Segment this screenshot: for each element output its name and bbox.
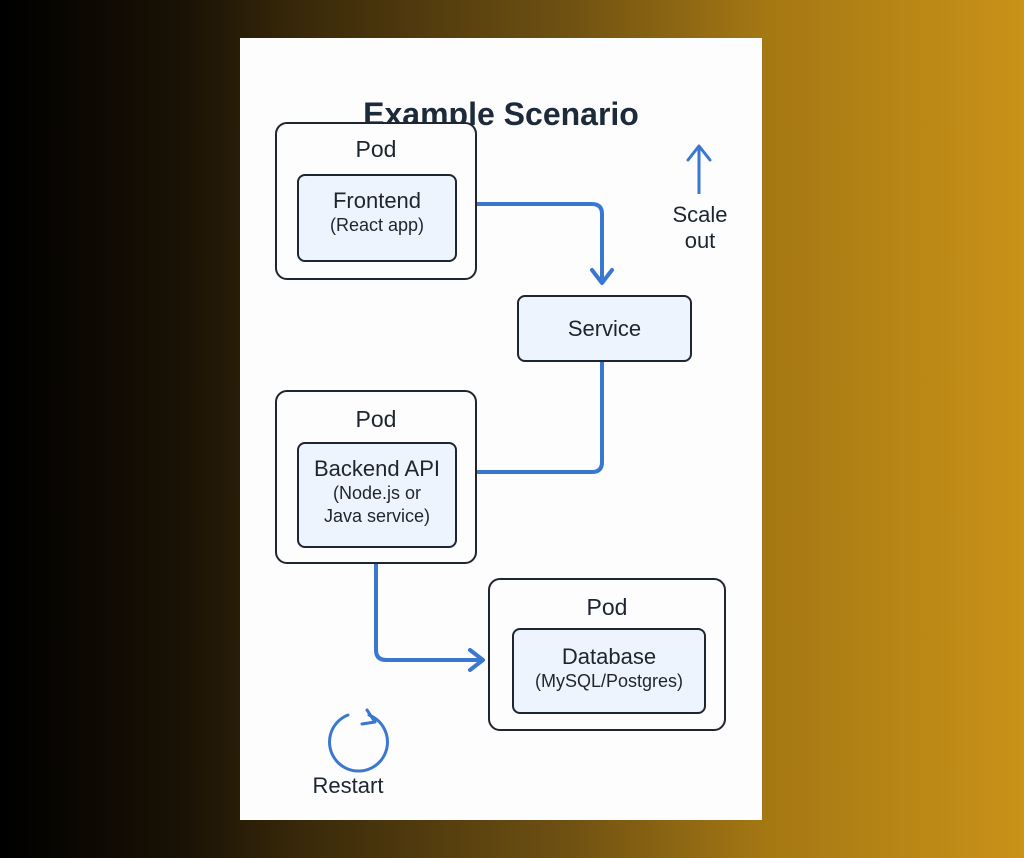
connector-backend-to-database — [374, 564, 480, 662]
pod-backend: Pod Backend API (Node.js or Java service… — [275, 390, 477, 564]
pod-label: Pod — [355, 136, 397, 162]
pod-label: Pod — [586, 594, 628, 620]
pod-frontend: Pod Frontend (React app) — [275, 122, 477, 280]
backend-api-box[interactable]: Backend API (Node.js or Java service) — [297, 442, 457, 548]
component-detail: (Node.js or — [332, 483, 422, 503]
component-name: Backend API — [314, 456, 440, 481]
pod-database: Pod Database (MySQL/Postgres) — [488, 578, 726, 731]
component-detail: Java service) — [323, 506, 431, 527]
frontend-box[interactable]: Frontend (React app) — [297, 174, 457, 262]
component-detail: (React app) — [329, 215, 425, 235]
arrowhead-service — [590, 268, 614, 285]
component-name: Database — [561, 644, 657, 669]
connector-service-to-backend — [456, 362, 604, 474]
connector-frontend-to-service — [456, 202, 604, 280]
restart-label: Restart — [312, 773, 384, 798]
scale-out-line: Scale — [672, 202, 728, 227]
service-label: Service — [567, 315, 642, 341]
pod-label: Pod — [355, 406, 397, 432]
refresh-icon — [328, 708, 389, 773]
component-detail: (MySQL/Postgres) — [534, 671, 684, 691]
diagram-card: Example Scenario Pod Frontend (React app… — [240, 38, 762, 820]
scale-out-line: out — [684, 228, 716, 254]
component-name: Frontend — [332, 188, 422, 213]
arrow-up-icon — [686, 144, 712, 194]
service-box[interactable]: Service — [517, 295, 692, 362]
scale-out-label: Scale out — [660, 202, 740, 255]
database-box[interactable]: Database (MySQL/Postgres) — [512, 628, 706, 714]
arrowhead-database — [468, 648, 485, 672]
